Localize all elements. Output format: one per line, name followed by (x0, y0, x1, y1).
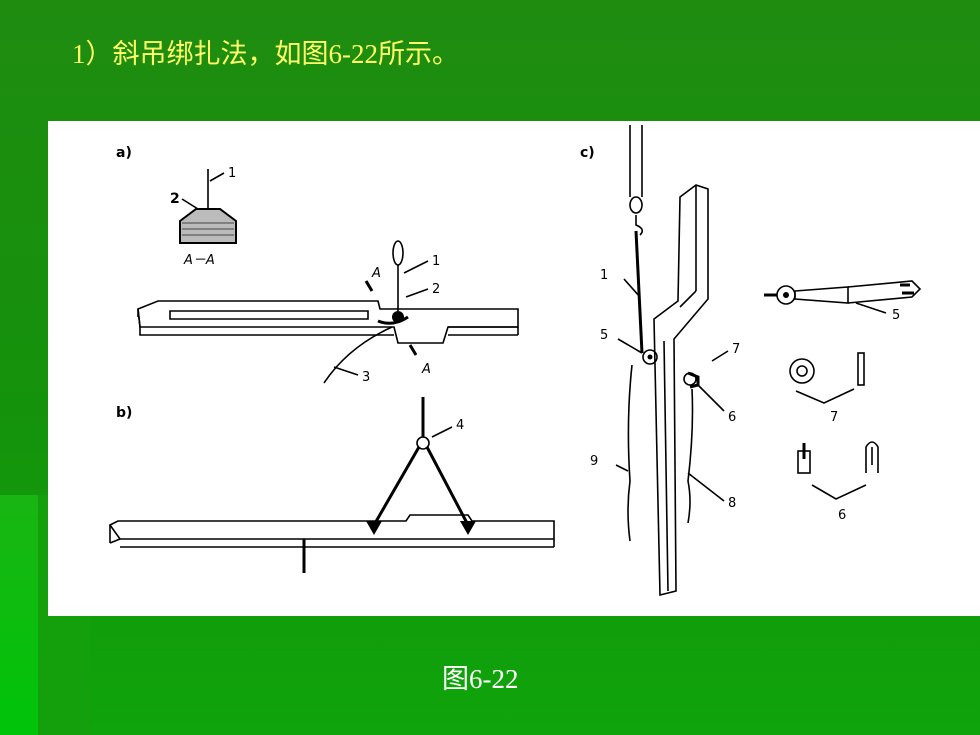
callout-a-3: 3 (362, 370, 370, 385)
detail-bolt: 6 (797, 441, 879, 523)
beam-a: A A 1 2 3 (137, 240, 519, 385)
callout-a-1b: 1 (432, 254, 440, 269)
section-a-a: 1 2 A－A (170, 166, 237, 268)
rigging-diagram: a) 1 2 A－A A (108, 125, 922, 597)
figure-caption: 图6-22 (442, 664, 519, 694)
callout-c-1: 1 (600, 268, 608, 283)
detail-lifting-eye: 5 (764, 280, 922, 323)
figure-panel: a) 1 2 A－A A (48, 121, 980, 616)
callout-c-5: 5 (600, 328, 608, 343)
panel-b-label: b) (116, 405, 132, 421)
decorative-strip (0, 495, 38, 735)
callout-c-5b: 5 (892, 308, 900, 323)
beam-b: 4 (108, 397, 555, 573)
detail-washer: 7 (789, 352, 865, 425)
column-c: 1 5 7 6 9 8 (590, 125, 740, 597)
callout-c-7: 7 (732, 342, 740, 357)
callout-a-2: 2 (170, 191, 180, 207)
callout-c-6: 6 (728, 410, 736, 425)
section-mark-top: A (371, 266, 381, 281)
callout-c-8: 8 (728, 496, 736, 511)
callout-a-1: 1 (228, 166, 236, 181)
panel-c-label: c) (580, 145, 595, 161)
callout-c-6b: 6 (838, 508, 846, 523)
section-mark-bottom: A (421, 362, 431, 377)
slide-title: 1）斜吊绑扎法，如图6-22所示。 (72, 39, 459, 69)
callout-b-4: 4 (456, 418, 464, 433)
panel-a-label: a) (116, 145, 132, 161)
callout-c-7b: 7 (830, 410, 838, 425)
section-label: A－A (183, 253, 215, 268)
callout-c-9: 9 (590, 454, 598, 469)
callout-a-2b: 2 (432, 282, 440, 297)
